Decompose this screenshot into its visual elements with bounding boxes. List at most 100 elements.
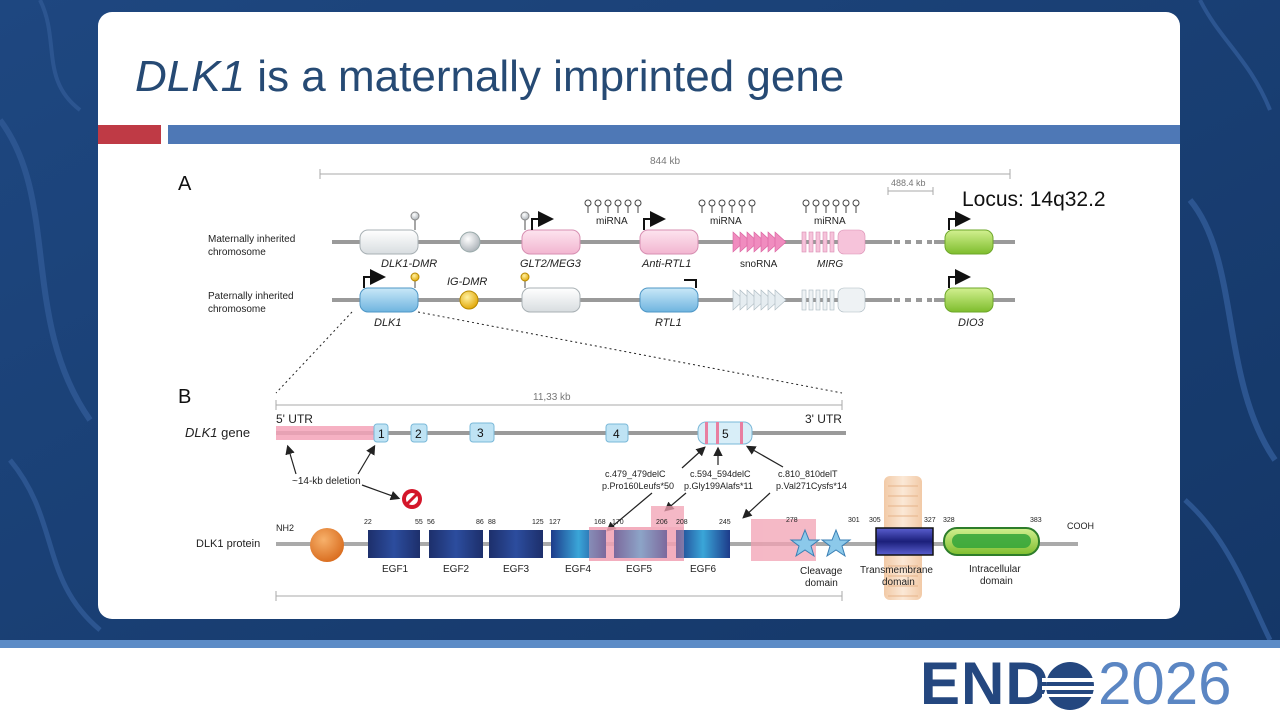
mirg-cluster-paternal xyxy=(801,287,866,313)
title-gene-name: DLK1 xyxy=(135,52,246,101)
residue-positions: 22 55 56 86 88 125 127 168 170 206 208 2… xyxy=(364,517,1042,526)
egf-highlight-overlay xyxy=(589,527,684,561)
ig-dmr-paternal-icon xyxy=(459,290,479,310)
svg-text:56: 56 xyxy=(427,519,435,526)
label-dio3: DIO3 xyxy=(958,317,985,329)
rtl1-box xyxy=(639,287,699,313)
scale-bar-488kb xyxy=(887,187,934,195)
scale-label-gene: 11,33 kb xyxy=(533,392,571,403)
exon-5-mutation-1 xyxy=(705,422,708,444)
membrane-texture xyxy=(888,485,918,597)
transmembrane-label-1: Transmembrane xyxy=(860,565,933,576)
svg-text:245: 245 xyxy=(719,519,731,526)
svg-text:127: 127 xyxy=(549,519,561,526)
utr5-label: 5' UTR xyxy=(276,412,313,426)
transmembrane-label-2: domain xyxy=(882,577,915,588)
label-dlk1-dmr: DLK1-DMR xyxy=(381,258,437,270)
mutation-2-p: p.Gly199Alafs*11 xyxy=(684,481,753,491)
egf5-domain xyxy=(614,530,667,558)
snorna-cluster-paternal xyxy=(732,289,787,311)
mutation-1-p: p.Pro160Leufs*50 xyxy=(602,481,674,491)
svg-text:328: 328 xyxy=(943,517,955,524)
nh2-label: NH2 xyxy=(276,523,294,533)
mirna-label-3: miRNA xyxy=(814,216,846,227)
protein-label: DLK1 protein xyxy=(196,538,260,550)
egf3-label: EGF3 xyxy=(503,564,530,575)
mutation-2-c: c.594_594delC xyxy=(690,469,751,479)
intracellular-label-2: domain xyxy=(980,576,1013,587)
title-text: is a maternally imprinted gene xyxy=(245,52,845,101)
utr3-label: 3' UTR xyxy=(805,412,842,426)
svg-text:206: 206 xyxy=(656,519,668,526)
svg-text:383: 383 xyxy=(1030,517,1042,524)
signal-peptide-icon xyxy=(310,528,344,562)
label-rtl1: RTL1 xyxy=(655,317,682,329)
footer-divider xyxy=(0,640,1280,648)
cleavage-label-1: Cleavage xyxy=(800,566,843,577)
egf4-label: EGF4 xyxy=(565,564,592,575)
mirna-label-2: miRNA xyxy=(710,216,742,227)
snorna-cluster-maternal xyxy=(732,231,787,253)
exon-2-label: 2 xyxy=(415,427,422,441)
paternal-label-2: chromosome xyxy=(208,304,266,315)
zoom-lines xyxy=(275,311,843,394)
dlk1-gene-label: DLK1 gene xyxy=(185,425,250,440)
intracellular-domain-inner xyxy=(952,534,1031,548)
egf2-label: EGF2 xyxy=(443,564,470,575)
svg-text:208: 208 xyxy=(676,519,688,526)
label-anti-rtl1: Anti-RTL1 xyxy=(641,258,691,270)
anti-rtl1-box xyxy=(639,229,699,255)
exon-1-label: 1 xyxy=(378,427,385,441)
exon-5-mutation-2 xyxy=(716,422,719,444)
mutation-3-p: p.Val271Cysfs*14 xyxy=(776,481,847,491)
meg3-lollipop-icon xyxy=(520,211,530,221)
dio3-paternal-arrow-icon xyxy=(948,269,971,288)
svg-text:125: 125 xyxy=(532,519,544,526)
egf2-domain xyxy=(429,530,483,558)
mirna-hairpins-2 xyxy=(698,199,756,213)
egf5-label: EGF5 xyxy=(626,564,653,575)
exon-4-box xyxy=(605,423,629,443)
exon-1-box xyxy=(373,423,389,443)
meg3-paternal-lollipop-icon xyxy=(520,272,530,282)
mirna-hairpins-3 xyxy=(802,199,860,213)
dlk1-gene-track: 1 2 3 4 5 xyxy=(276,421,846,445)
svg-text:301: 301 xyxy=(848,517,860,524)
egf6-domain xyxy=(676,530,730,558)
scale-label-844kb: 844 kb xyxy=(650,156,680,167)
egf1-domain xyxy=(368,530,420,558)
dlk1-maternal-box xyxy=(359,229,419,255)
egf3-domain xyxy=(489,530,543,558)
maternal-chromosome xyxy=(332,211,1015,255)
scale-label-488kb: 488.4 kb xyxy=(891,178,926,188)
maternal-label-2: chromosome xyxy=(208,247,266,258)
domain-labels: EGF1 EGF2 EGF3 EGF4 EGF5 EGF6 Cleavage d… xyxy=(382,564,1021,589)
label-ig-dmr: IG-DMR xyxy=(447,276,487,288)
svg-text:55: 55 xyxy=(415,519,423,526)
svg-text:22: 22 xyxy=(364,519,372,526)
exon-2-box xyxy=(410,423,428,443)
paternal-label: Paternally inherited xyxy=(208,291,294,302)
panel-b-label: B xyxy=(178,386,191,408)
svg-text:170: 170 xyxy=(612,519,624,526)
locus-label: Locus: 14q32.2 xyxy=(962,188,1106,211)
slide-title: DLK1 is a maternally imprinted gene xyxy=(135,52,844,102)
endo-logo-year: 2026 xyxy=(1098,650,1232,717)
svg-text:168: 168 xyxy=(594,519,606,526)
exon-5-box xyxy=(697,421,753,445)
exon-4-label: 4 xyxy=(613,427,620,441)
dio3-maternal-arrow-icon xyxy=(948,211,971,230)
glt2-meg3-box xyxy=(521,229,581,255)
panel-a-label: A xyxy=(178,173,192,195)
title-accent-bar-blue xyxy=(168,125,1180,144)
dlk1-paternal-lollipop-icon xyxy=(410,272,420,282)
globe-logo-icon xyxy=(1042,662,1098,710)
label-snorna: snoRNA xyxy=(740,259,778,270)
label-mirg: MIRG xyxy=(817,259,843,270)
egf4-domain xyxy=(551,530,606,558)
deletion-label: ~14-kb deletion xyxy=(292,476,361,487)
exon-5-label: 5 xyxy=(722,427,729,441)
utr5-deletion-region xyxy=(276,426,374,440)
scale-bar-gene xyxy=(275,400,843,410)
egf-domains xyxy=(368,530,730,558)
